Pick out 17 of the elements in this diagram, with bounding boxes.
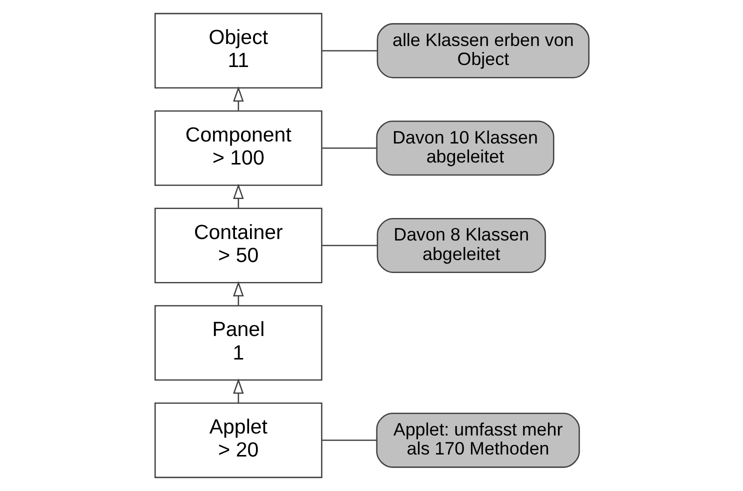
connector bbox=[322, 50, 377, 52]
node-box: Object 11 bbox=[154, 12, 322, 89]
node-box: Davon 8 Klassen abgeleitet bbox=[376, 218, 546, 274]
node-box: Davon 10 Klassen abgeleitet bbox=[376, 120, 554, 176]
arrow bbox=[232, 378, 244, 403]
node-box: Applet: umfasst mehr als 170 Methoden bbox=[376, 412, 580, 468]
connector bbox=[322, 147, 376, 149]
arrow bbox=[232, 280, 244, 306]
connector bbox=[322, 244, 376, 246]
node-box: Container > 50 bbox=[154, 208, 322, 284]
connector bbox=[321, 440, 376, 441]
arrow bbox=[232, 184, 244, 208]
node-box: alle Klassen erben von Object bbox=[376, 23, 590, 78]
node-box: Component > 100 bbox=[154, 110, 322, 186]
arrow bbox=[232, 86, 244, 110]
node-box: Panel 1 bbox=[154, 305, 322, 381]
node-box: Applet > 20 bbox=[154, 402, 322, 478]
